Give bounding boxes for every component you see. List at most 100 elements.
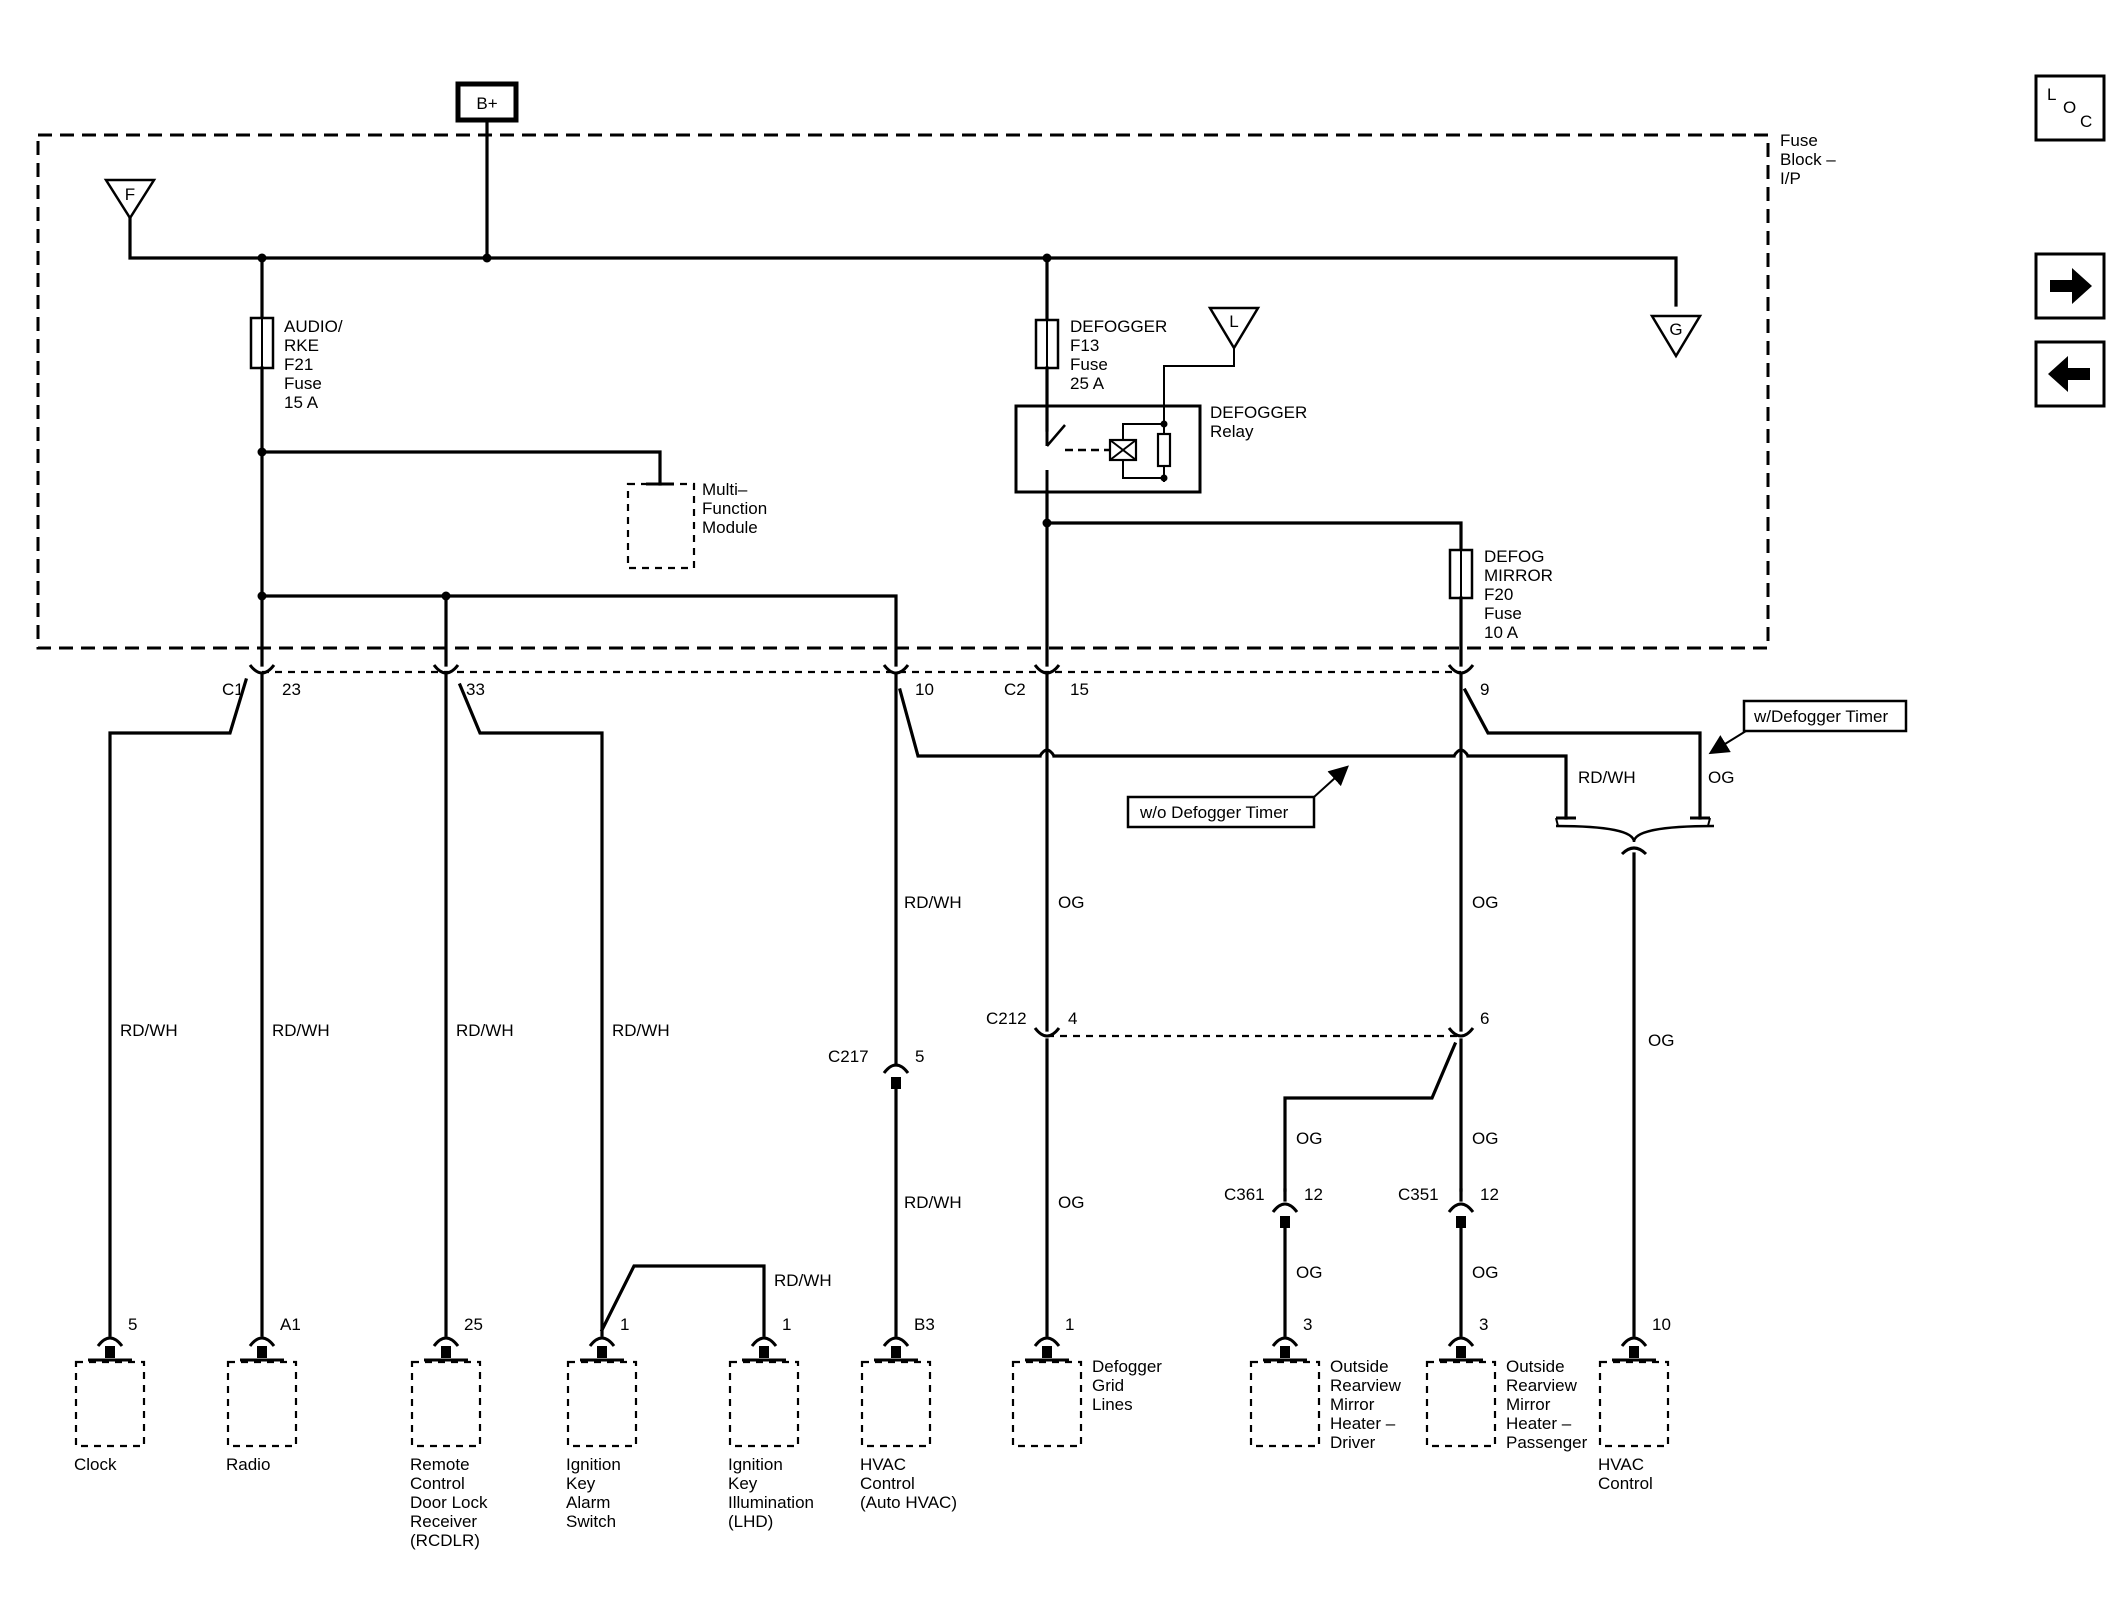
wire-label-radio: RD/WH — [272, 1021, 330, 1040]
reference-l-icon: L — [1207, 306, 1261, 351]
connector-c1-label: C1 — [222, 680, 244, 699]
connector-c212-label: C212 — [986, 1009, 1027, 1028]
reference-f-label: F — [125, 185, 135, 204]
pin-12a-label: 12 — [1304, 1185, 1323, 1204]
component-label-hvac-auto: (Auto HVAC) — [860, 1493, 957, 1512]
relay-label-2: Relay — [1210, 422, 1254, 441]
without-timer-callout: w/o Defogger Timer — [1126, 765, 1349, 829]
pin-label-ign-switch: 1 — [620, 1315, 629, 1334]
wire-label-hvac-upper: RD/WH — [904, 893, 962, 912]
connector-c1-pin-10 — [882, 664, 910, 675]
pin-5-label: 5 — [915, 1047, 924, 1066]
timer-option-connector — [1555, 816, 1715, 856]
mfm-label-2: Function — [702, 499, 767, 518]
audio-fuse-label-2: RKE — [284, 336, 319, 355]
component-label-ign-switch: Switch — [566, 1512, 616, 1531]
component-label-mirror-pass: Rearview — [1506, 1376, 1578, 1395]
connector-c217 — [882, 1063, 910, 1089]
relay-label-1: DEFOGGER — [1210, 403, 1307, 422]
connector-c361-label: C361 — [1224, 1185, 1265, 1204]
component-label-rcdlr: Control — [410, 1474, 465, 1493]
wire-label-ign-illum: RD/WH — [774, 1271, 832, 1290]
fuse-block-label-3: I/P — [1780, 169, 1801, 188]
pin-label-mirror-pass: 3 — [1479, 1315, 1488, 1334]
pin-33-label: 33 — [466, 680, 485, 699]
internal-audio-bus — [260, 594, 898, 667]
reference-g-icon: G — [1649, 314, 1703, 359]
connector-c351-label: C351 — [1398, 1185, 1439, 1204]
component-label-defog-grid: Defogger — [1092, 1357, 1162, 1376]
component-label-clock: Clock — [74, 1455, 117, 1474]
defogger-fuse-label-3: Fuse — [1070, 355, 1108, 374]
location-button[interactable]: L O C — [2034, 74, 2106, 142]
fuse-block-label-2: Block – — [1780, 150, 1836, 169]
component-label-defog-grid: Grid — [1092, 1376, 1124, 1395]
wire-label-rdwh-timer: RD/WH — [1578, 768, 1636, 787]
clock-wire — [108, 678, 248, 1337]
wire-label-grid-lower: OG — [1058, 1193, 1084, 1212]
audio-fuse-label-1: AUDIO/ — [284, 317, 343, 336]
wire-label-mirror-drv-mid: OG — [1296, 1129, 1322, 1148]
mirror-fuse-label-3: F20 — [1484, 585, 1513, 604]
pin-6-label: 6 — [1480, 1009, 1489, 1028]
component-label-ign-illum: (LHD) — [728, 1512, 773, 1531]
reference-g-label: G — [1669, 320, 1682, 339]
multi-function-module — [626, 482, 696, 570]
connector-c1-pin-33 — [432, 664, 460, 675]
component-label-mirror-pass: Passenger — [1506, 1433, 1588, 1452]
main-bus-wire — [128, 216, 1678, 307]
component-label-ign-switch: Alarm — [566, 1493, 610, 1512]
pin-label-hvac-ctrl: 10 — [1652, 1315, 1671, 1334]
component-label-ign-switch: Key — [566, 1474, 596, 1493]
relay-coil-feed — [1163, 348, 1235, 420]
ign-illum-wire — [599, 1264, 766, 1337]
with-timer-wire — [1462, 687, 1702, 820]
component-label-radio: Radio — [226, 1455, 270, 1474]
wire-label-hvac-lower: RD/WH — [904, 1193, 962, 1212]
pin-9-label: 9 — [1480, 680, 1489, 699]
loc-c-letter: C — [2080, 112, 2092, 131]
without-timer-wire — [898, 688, 1568, 820]
connector-c361 — [1271, 1202, 1299, 1228]
loc-o-letter: O — [2063, 98, 2076, 117]
component-label-rcdlr: Remote — [410, 1455, 470, 1474]
defogger-fuse-label-4: 25 A — [1070, 374, 1105, 393]
next-page-button[interactable] — [2034, 252, 2106, 320]
component-label-mirror-pass: Outside — [1506, 1357, 1565, 1376]
previous-page-button[interactable] — [2034, 340, 2106, 408]
reference-l-label: L — [1229, 312, 1238, 331]
connector-c2-pin-9 — [1447, 664, 1475, 675]
connector-c2-label: C2 — [1004, 680, 1026, 699]
component-label-mirror-drv: Mirror — [1330, 1395, 1375, 1414]
component-label-ign-illum: Ignition — [728, 1455, 783, 1474]
connector-c351 — [1447, 1202, 1475, 1228]
battery-terminal: B+ — [455, 81, 519, 123]
wire-label-ign-switch: RD/WH — [612, 1021, 670, 1040]
component-label-mirror-pass: Mirror — [1506, 1395, 1551, 1414]
component-label-mirror-drv: Driver — [1330, 1433, 1376, 1452]
connector-c2-pin-15 — [1033, 664, 1061, 675]
connector-c212-pin-6 — [1447, 1027, 1475, 1038]
pin-label-ign-illum: 1 — [782, 1315, 791, 1334]
component-label-mirror-drv: Outside — [1330, 1357, 1389, 1376]
component-label-rcdlr: Receiver — [410, 1512, 477, 1531]
with-timer-label: w/Defogger Timer — [1753, 707, 1888, 726]
mfm-label-1: Multi– — [702, 480, 748, 499]
component-label-hvac-ctrl: Control — [1598, 1474, 1653, 1493]
wire-label-clock: RD/WH — [120, 1021, 178, 1040]
component-label-rcdlr: (RCDLR) — [410, 1531, 480, 1550]
pin-label-mirror-drv: 3 — [1303, 1315, 1312, 1334]
component-label-mirror-pass: Heater – — [1506, 1414, 1572, 1433]
connector-c212-pin-4 — [1033, 1027, 1061, 1038]
pin-label-clock: 5 — [128, 1315, 137, 1334]
mirror-fuse-feed — [1045, 521, 1463, 552]
component-label-ign-illum: Key — [728, 1474, 758, 1493]
